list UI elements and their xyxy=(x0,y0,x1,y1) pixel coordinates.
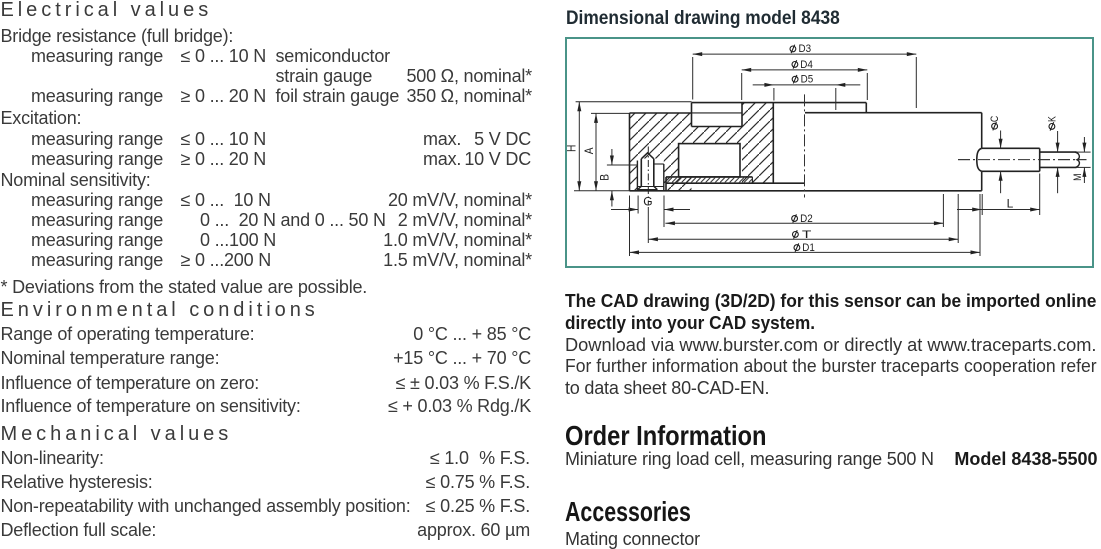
svg-text:C: C xyxy=(989,116,1001,122)
svg-text:D4: D4 xyxy=(800,59,813,71)
svg-text:T: T xyxy=(802,229,812,241)
svg-text:G: G xyxy=(643,195,652,209)
svg-text:D5: D5 xyxy=(801,74,814,86)
svg-text:L: L xyxy=(1007,196,1014,210)
svg-text:D2: D2 xyxy=(800,213,813,225)
svg-text:B: B xyxy=(599,174,612,181)
svg-text:M: M xyxy=(1072,174,1084,181)
svg-text:A: A xyxy=(583,147,596,154)
svg-text:H: H xyxy=(566,145,579,152)
svg-text:D1: D1 xyxy=(802,242,815,254)
svg-text:D3: D3 xyxy=(799,43,812,55)
svg-text:K: K xyxy=(1047,116,1059,122)
